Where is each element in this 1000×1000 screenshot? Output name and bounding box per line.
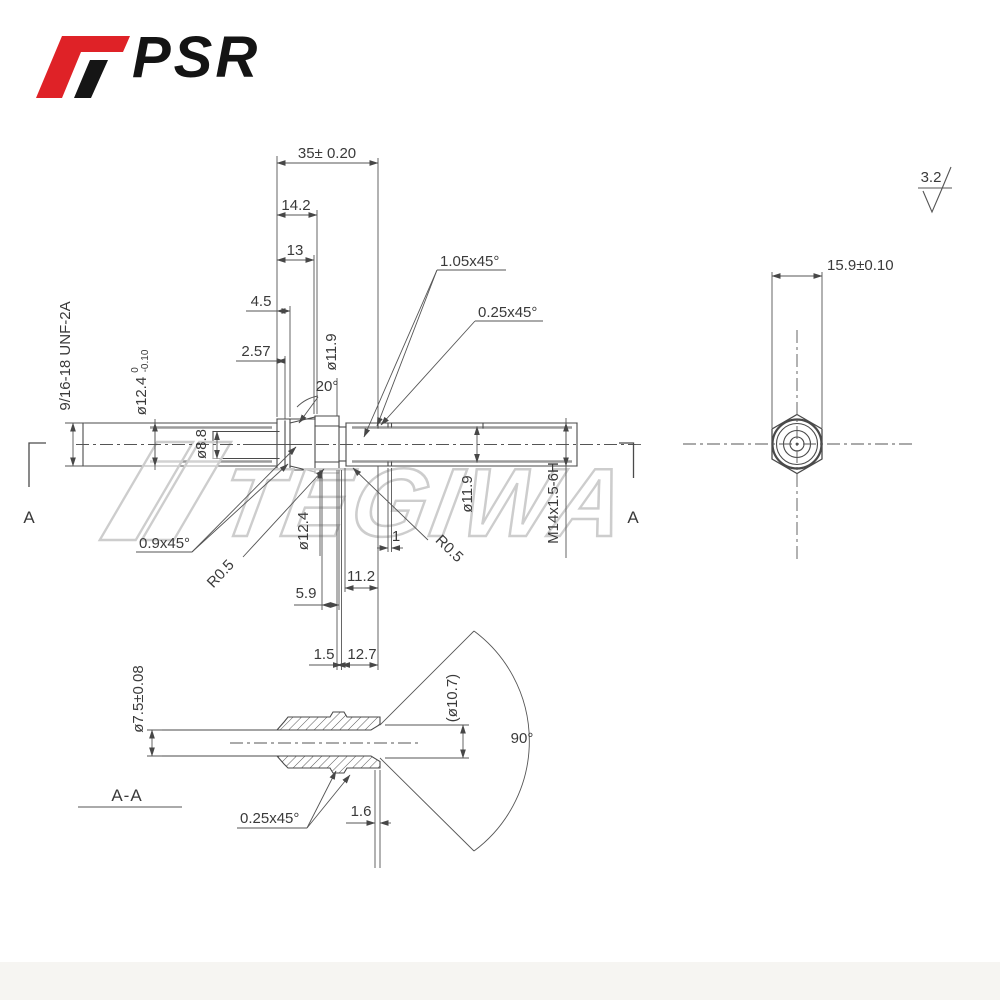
thread-spec-left: 9/16-18 UNF-2A bbox=[57, 301, 74, 410]
dim-12-7: 12.7 bbox=[347, 646, 376, 663]
dia-8-8: ø8.8 bbox=[193, 429, 210, 459]
radius-r0-5-left: R0.5 bbox=[204, 557, 238, 592]
surface-roughness-value: 3.2 bbox=[921, 169, 942, 186]
thread-spec-right: M14x1.5-6H bbox=[545, 462, 562, 544]
section-title: A-A bbox=[111, 786, 142, 805]
dim-1-6: 1.6 bbox=[351, 803, 372, 820]
chamfer-0-9x45: 0.9x45° bbox=[139, 535, 190, 552]
logo-black-slash bbox=[74, 60, 108, 98]
dim-2-57: 2.57 bbox=[241, 343, 270, 360]
logo-red-slash bbox=[36, 36, 130, 98]
dia-12-4: ø12.4 bbox=[133, 377, 150, 415]
front-view-dimensions bbox=[28, 156, 645, 670]
surface-finish-label: 3.2 bbox=[921, 169, 942, 186]
dia-12-4-tol-lower: -0.10 bbox=[140, 349, 151, 372]
surface-finish-symbol bbox=[918, 166, 952, 214]
dia-11-9-seat: ø11.9 bbox=[323, 333, 340, 370]
section-view-labels: A-A ø7.5±0.08 (ø10.7) 90° 0.25x45° 1.6 bbox=[111, 665, 533, 827]
dim-11-2: 11.2 bbox=[347, 568, 375, 585]
dim-13: 13 bbox=[287, 242, 304, 259]
dim-1-5: 1.5 bbox=[314, 646, 335, 663]
dim-across-flats: 15.9±0.10 bbox=[827, 257, 894, 274]
dia-12-4-tol-upper: 0 bbox=[130, 367, 141, 373]
dim-overall-length: 35± 0.20 bbox=[298, 145, 356, 162]
dim-1: 1 bbox=[392, 528, 400, 545]
end-view-labels: 15.9±0.10 bbox=[827, 257, 894, 274]
dim-4-5: 4.5 bbox=[251, 293, 272, 310]
chamfer-0-25x45-section: 0.25x45° bbox=[240, 810, 299, 827]
dia-11-9-thread: ø11.9 bbox=[459, 475, 476, 512]
watermark-logo-slash bbox=[97, 440, 196, 542]
watermark-text: TEGIWA bbox=[212, 449, 638, 557]
dia-10-7-flare: (ø10.7) bbox=[444, 674, 461, 722]
angle-20: 20° bbox=[316, 378, 339, 395]
watermark-logo-slash bbox=[139, 440, 234, 542]
psr-logo: PSR bbox=[28, 22, 328, 114]
section-view-dimensions bbox=[78, 724, 469, 868]
dim-14-2: 14.2 bbox=[281, 197, 310, 214]
photo-fade-band bbox=[0, 962, 1000, 1000]
front-view-labels: 35± 0.20 14.2 13 4.5 2.57 1.05x45° 0.25x… bbox=[23, 145, 639, 663]
section-arrow-label-right: A bbox=[627, 508, 639, 527]
section-view-geometry bbox=[157, 630, 530, 852]
dia-7-5-tube: ø7.5±0.08 bbox=[130, 665, 147, 732]
angle-90: 90° bbox=[511, 730, 534, 747]
chamfer-1-05x45: 1.05x45° bbox=[440, 253, 499, 270]
psr-logo-mark bbox=[36, 36, 130, 98]
end-view-dimensions bbox=[683, 272, 912, 559]
chamfer-0-25x45: 0.25x45° bbox=[478, 304, 537, 321]
section-arrow-label-left: A bbox=[23, 508, 35, 527]
dim-5-9: 5.9 bbox=[296, 585, 317, 602]
logo-brand-text: PSR bbox=[132, 25, 261, 90]
dia-12-4-groove: ø12.4 bbox=[295, 512, 312, 550]
